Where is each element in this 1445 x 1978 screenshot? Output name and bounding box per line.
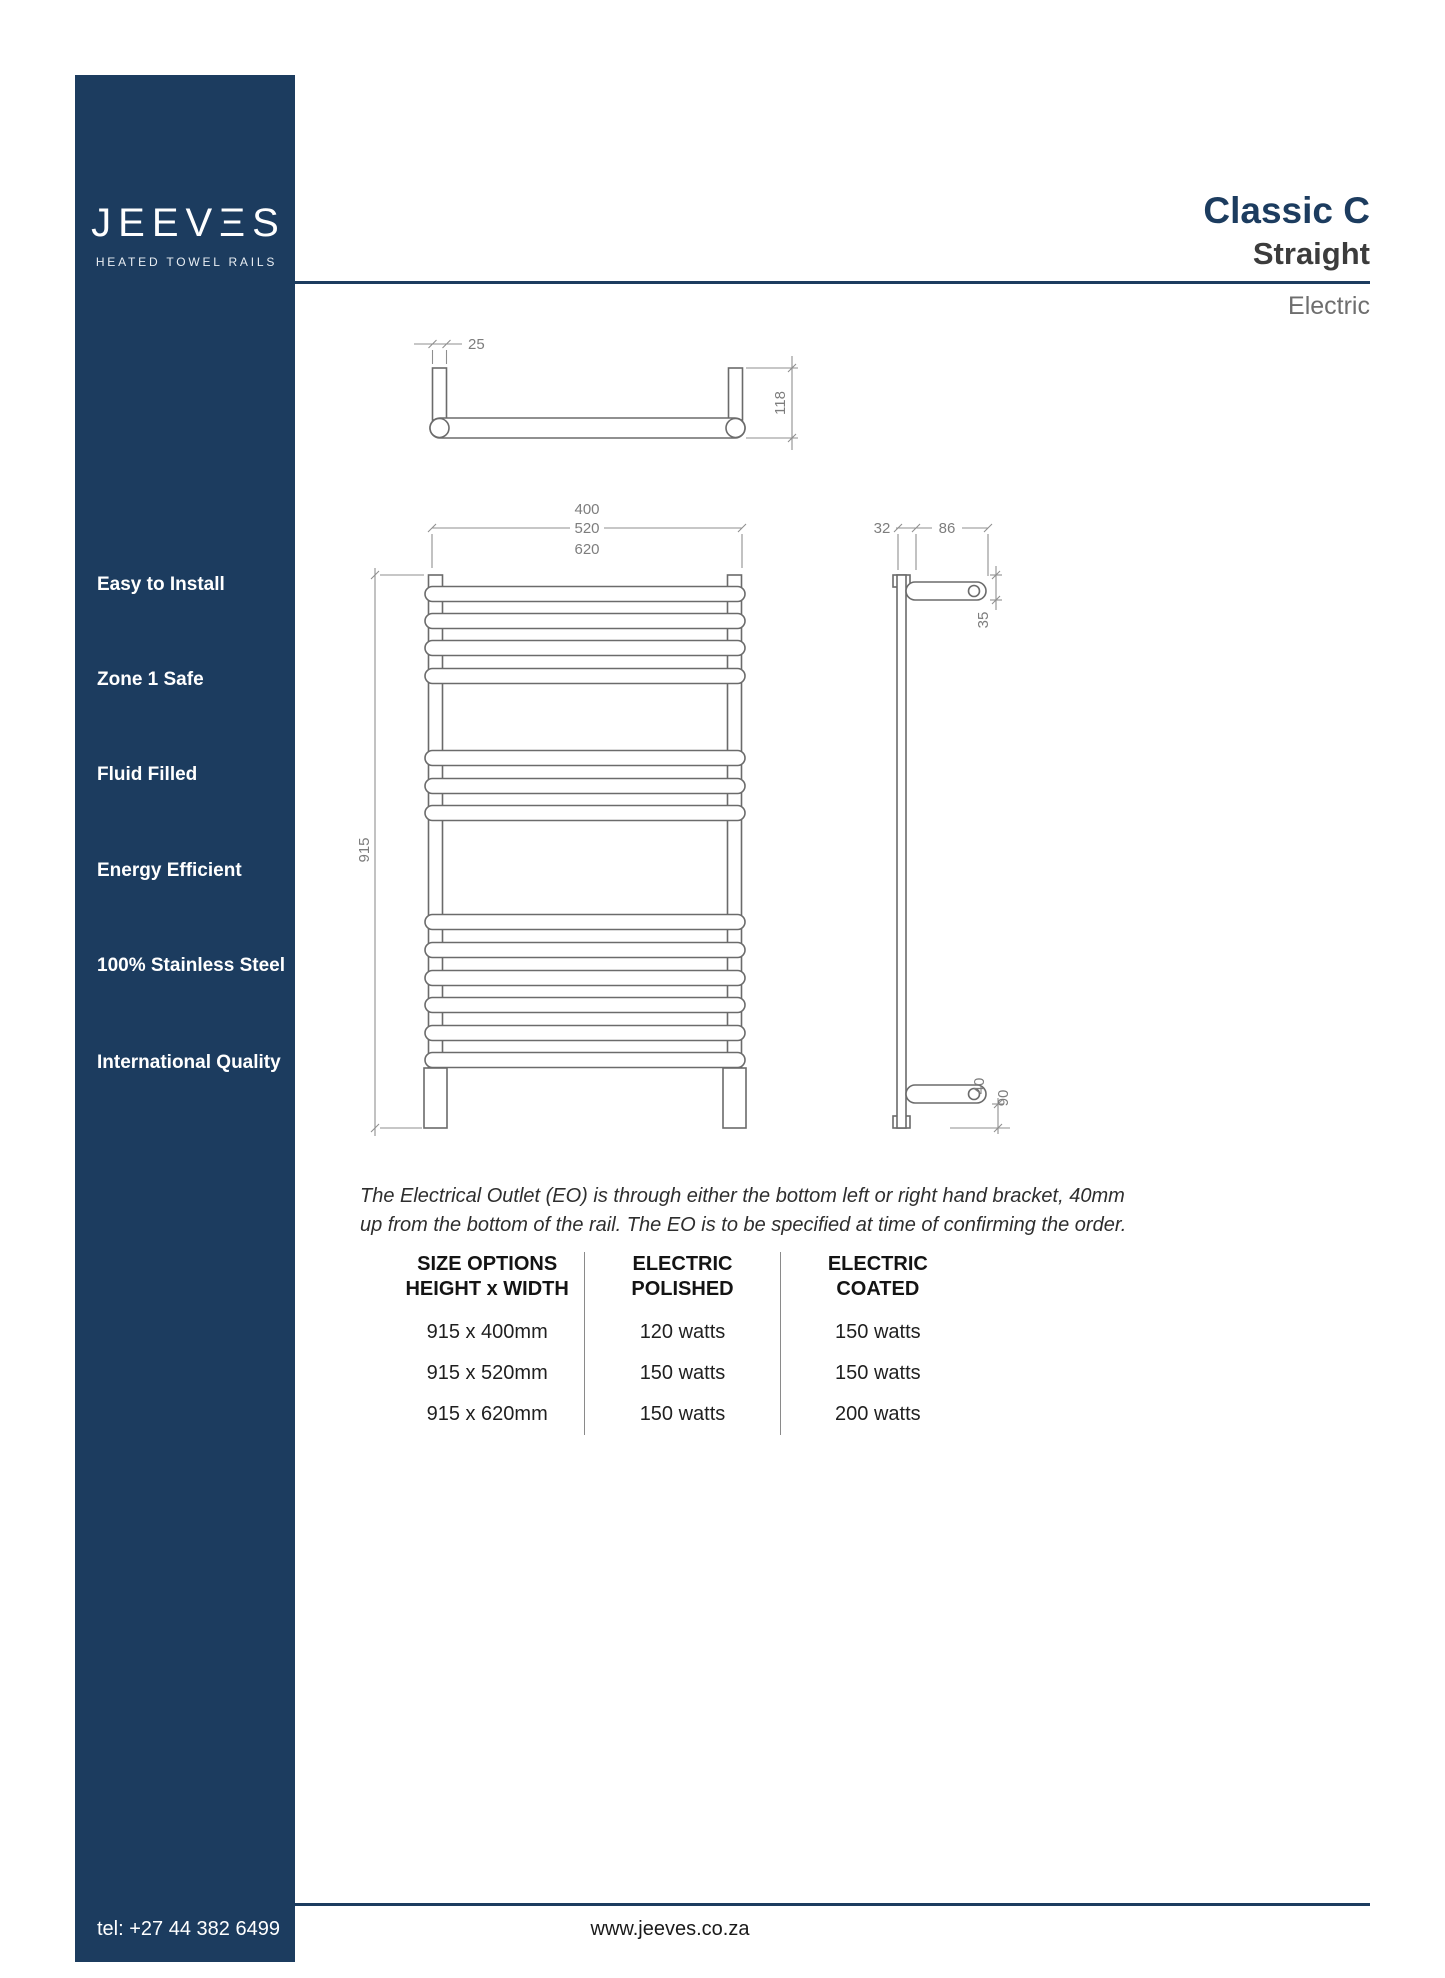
side-bottom-bracket-circle — [967, 1087, 981, 1101]
feature-zone1-safe: Zone 1 Safe — [97, 669, 204, 690]
product-type-label: Electric — [1288, 292, 1370, 320]
dim-label-400: 400 — [574, 501, 599, 518]
table-cell: 150 watts — [835, 1321, 921, 1343]
sidebar: JEEVΞS HEATED TOWEL RAILS Easy to Instal… — [75, 75, 295, 1962]
top-view-right-post-circle — [725, 417, 746, 439]
top-view-left-post-circle — [429, 417, 450, 439]
feature-energy-efficient: Energy Efficient — [97, 860, 242, 881]
table-cell: 915 x 400mm — [426, 1321, 548, 1343]
dim-widths — [427, 523, 747, 568]
dim-label-86: 86 — [939, 520, 956, 537]
feature-easy-to-install: Easy to Install — [97, 574, 225, 595]
note-line-2: up from the bottom of the rail. The EO i… — [360, 1214, 1127, 1236]
rail-bar — [424, 1024, 746, 1042]
feature-international-quality: International Quality — [97, 1052, 281, 1073]
side-view: 32 86 35 — [874, 520, 1010, 1134]
footer-divider — [75, 1903, 1370, 1906]
front-left-foot — [423, 1067, 448, 1129]
dim-label-25: 25 — [468, 336, 485, 353]
dim-height — [370, 568, 424, 1136]
size-options-table: SIZE OPTIONS HEIGHT x WIDTH 915 x 400mm … — [390, 1252, 975, 1435]
table-cell: 915 x 520mm — [426, 1362, 548, 1384]
header-line: SIZE OPTIONS — [417, 1253, 558, 1275]
table-cell: 120 watts — [639, 1321, 726, 1343]
product-title: Classic C — [1203, 190, 1370, 231]
rail-bar — [424, 612, 746, 630]
header-line: POLISHED — [631, 1278, 734, 1300]
dim-label-40: 40 — [971, 1078, 988, 1095]
rail-bar — [424, 585, 746, 603]
dim-label-620: 620 — [574, 541, 599, 558]
electric-coated-header: ELECTRIC COATED — [781, 1252, 975, 1312]
column-size-options: SIZE OPTIONS HEIGHT x WIDTH 915 x 400mm … — [390, 1252, 584, 1435]
rail-bar — [424, 969, 746, 987]
side-wall-plate — [896, 574, 907, 1129]
header-line: ELECTRIC — [827, 1253, 928, 1275]
logo-tagline: HEATED TOWEL RAILS — [95, 255, 278, 269]
dim-label-90: 90 — [995, 1090, 1010, 1107]
product-subtitle: Straight — [1252, 236, 1370, 271]
telephone-number: tel: +27 44 382 6499 — [97, 1918, 280, 1940]
header-divider — [75, 281, 1370, 284]
rail-bar — [424, 749, 746, 767]
column-electric-polished: ELECTRIC POLISHED 120 watts 150 watts 15… — [584, 1252, 779, 1435]
table-cell: 200 watts — [835, 1403, 921, 1425]
top-view: 25 118 — [414, 336, 798, 450]
header-line: ELECTRIC — [632, 1253, 733, 1275]
size-options-header: SIZE OPTIONS HEIGHT x WIDTH — [390, 1252, 584, 1312]
technical-drawing: 25 118 400 520 620 — [356, 336, 1010, 1136]
table-cell: 150 watts — [639, 1403, 726, 1425]
front-view: 400 520 620 915 — [356, 501, 747, 1136]
table-cell: 150 watts — [639, 1362, 726, 1384]
side-top-bracket-circle — [967, 584, 981, 598]
dim-label-118: 118 — [772, 391, 789, 415]
dim-label-915: 915 — [356, 837, 373, 862]
table-cell: 150 watts — [835, 1362, 921, 1384]
rail-bar — [424, 913, 746, 931]
note-line-1: The Electrical Outlet (EO) is through ei… — [360, 1185, 1125, 1207]
rail-bar — [424, 639, 746, 657]
dim-label-32: 32 — [874, 520, 891, 537]
side-bottom-bracket — [905, 1084, 987, 1104]
website-link[interactable]: www.jeeves.co.za — [590, 1918, 750, 1940]
dim-bracket-width — [414, 339, 462, 364]
dim-depth — [746, 356, 798, 450]
feature-stainless-steel: 100% Stainless Steel — [97, 955, 285, 976]
electrical-outlet-note: The Electrical Outlet (EO) is through ei… — [360, 1182, 1140, 1240]
column-electric-coated: ELECTRIC COATED 150 watts 150 watts 200 … — [779, 1252, 975, 1435]
front-right-foot — [722, 1067, 747, 1129]
rail-bar — [424, 804, 746, 822]
brand-logo: JEEVΞS HEATED TOWEL RAILS — [75, 201, 295, 269]
rail-bar — [424, 996, 746, 1014]
dim-bottom-offsets — [950, 1098, 1010, 1134]
side-top-bracket — [905, 581, 987, 601]
rail-bar — [424, 1051, 746, 1069]
rail-bar — [424, 777, 746, 795]
feature-fluid-filled: Fluid Filled — [97, 764, 198, 785]
table-cell: 915 x 620mm — [426, 1403, 548, 1425]
electric-polished-header: ELECTRIC POLISHED — [585, 1252, 779, 1312]
top-view-rail — [429, 417, 746, 439]
top-view-left-bracket — [431, 367, 448, 421]
dim-label-35: 35 — [975, 612, 992, 629]
header-line: COATED — [836, 1278, 920, 1300]
rail-bar — [424, 667, 746, 685]
dim-label-520: 520 — [574, 520, 599, 537]
rail-bar — [424, 941, 746, 959]
dim-plate-bracket — [893, 523, 993, 576]
logo-text: JEEVΞS — [91, 201, 286, 245]
header-line: HEIGHT x WIDTH — [405, 1278, 569, 1300]
top-view-right-bracket — [727, 367, 744, 421]
dim-top-offset — [990, 566, 1002, 610]
